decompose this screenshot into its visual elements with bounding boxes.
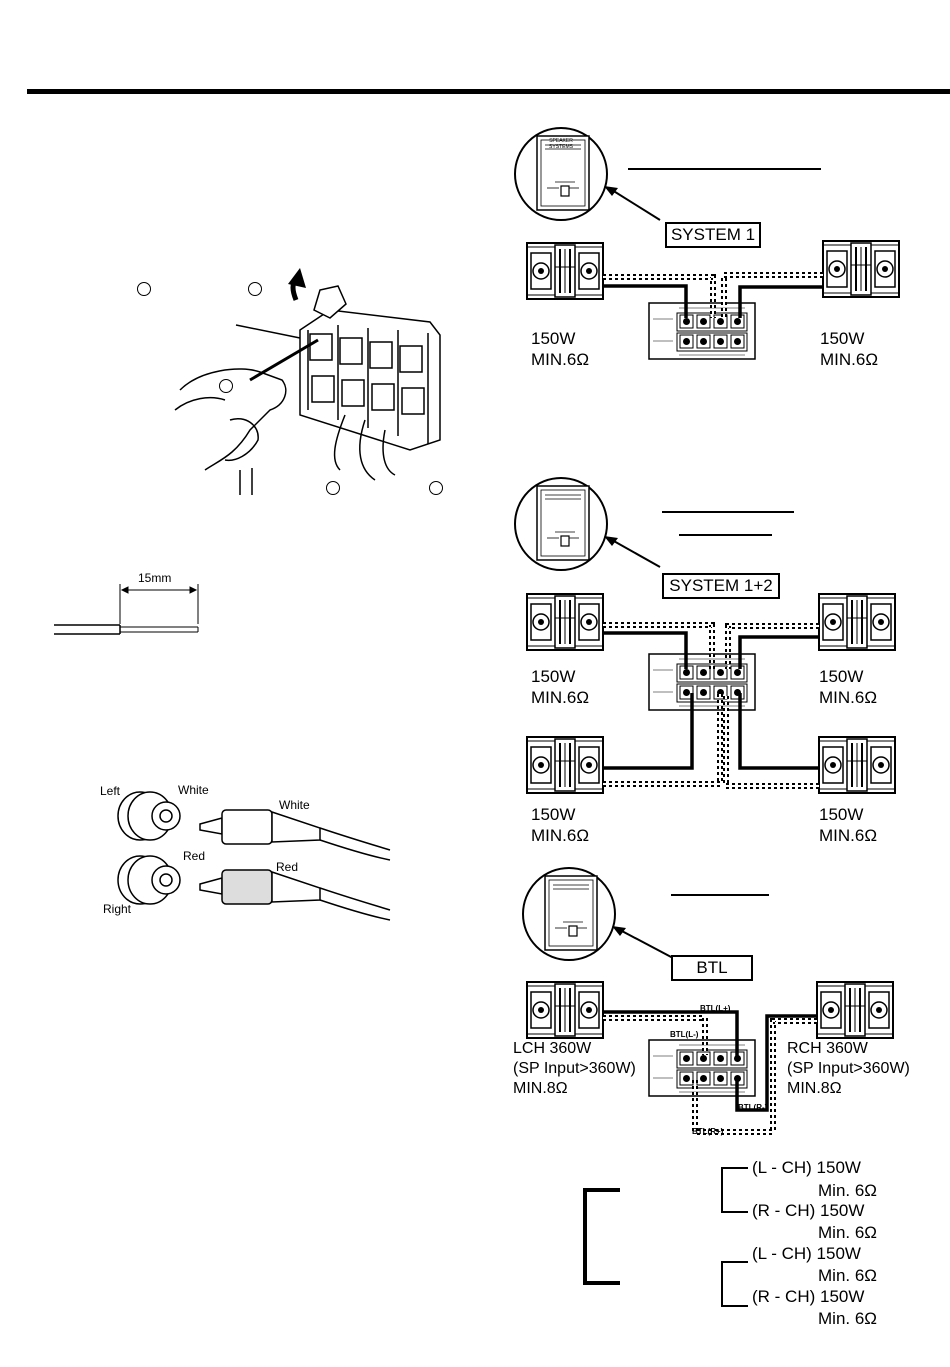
header-rule	[27, 89, 950, 94]
rca-red-jack-label: Red	[183, 849, 206, 863]
strip-length-label: 15mm	[138, 571, 172, 585]
btl-wire-label-rplus: BTL(R+)	[692, 1127, 724, 1136]
callout-circle	[219, 379, 233, 393]
btl-wire-label-rminus: BTL(R-)	[738, 1103, 768, 1112]
summary-ch3: (L - CH) 150W	[752, 1244, 861, 1263]
btl-wire-label-lplus: BTL(L+)	[700, 1004, 731, 1013]
rca-white-jack-label: White	[178, 783, 209, 797]
config1-right-spec: 150W MIN.6Ω	[820, 329, 879, 369]
summary-min1: Min. 6Ω	[818, 1181, 878, 1200]
callout-circle	[248, 282, 262, 296]
callout-circle	[137, 282, 151, 296]
config2-heading-underline-2	[679, 534, 772, 536]
switch-label-btl: BTL	[671, 955, 753, 981]
rca-right-label: Right	[103, 902, 132, 916]
callout-circle	[326, 481, 340, 495]
switch-label-system12: SYSTEM 1+2	[662, 573, 780, 599]
summary-brackets	[583, 1167, 748, 1307]
config1-heading-underline	[628, 168, 821, 170]
summary-ch4: (R - CH) 150W	[752, 1287, 865, 1306]
btl-wire-label-lminus: BTL(L-)	[670, 1030, 699, 1039]
switch-panel-title: SPEAKER SYSTEMS	[549, 138, 573, 150]
config2-heading-underline-1	[662, 511, 794, 513]
summary-min3: Min. 6Ω	[818, 1266, 878, 1285]
rca-red-plug-label: Red	[276, 860, 299, 874]
config2-bottom-left-spec: 150W MIN.6Ω	[531, 805, 590, 845]
config3-heading-underline	[671, 894, 769, 896]
rca-white-plug-label: White	[279, 798, 310, 812]
summary-ch2: (R - CH) 150W	[752, 1201, 865, 1220]
stripped-wire	[54, 584, 199, 635]
config2-top-left-spec: 150W MIN.6Ω	[531, 667, 590, 707]
terminal-hand-illustration	[174, 268, 441, 495]
config2-top-right-spec: 150W MIN.6Ω	[819, 667, 878, 707]
summary-min2: Min. 6Ω	[818, 1223, 878, 1242]
switch-label-system1: SYSTEM 1	[665, 222, 761, 248]
config3-right-spec: RCH 360W (SP Input>360W) MIN.8Ω	[787, 1040, 910, 1097]
config1-left-spec: 150W MIN.6Ω	[531, 329, 590, 369]
config2-bottom-right-spec: 150W MIN.6Ω	[819, 805, 878, 845]
rca-illustration	[117, 791, 391, 921]
rca-left-label: Left	[100, 784, 121, 798]
summary-ch1: (L - CH) 150W	[752, 1158, 861, 1177]
summary-min4: Min. 6Ω	[818, 1309, 878, 1328]
config3-left-spec: LCH 360W (SP Input>360W) MIN.8Ω	[513, 1040, 636, 1097]
callout-circle	[429, 481, 443, 495]
